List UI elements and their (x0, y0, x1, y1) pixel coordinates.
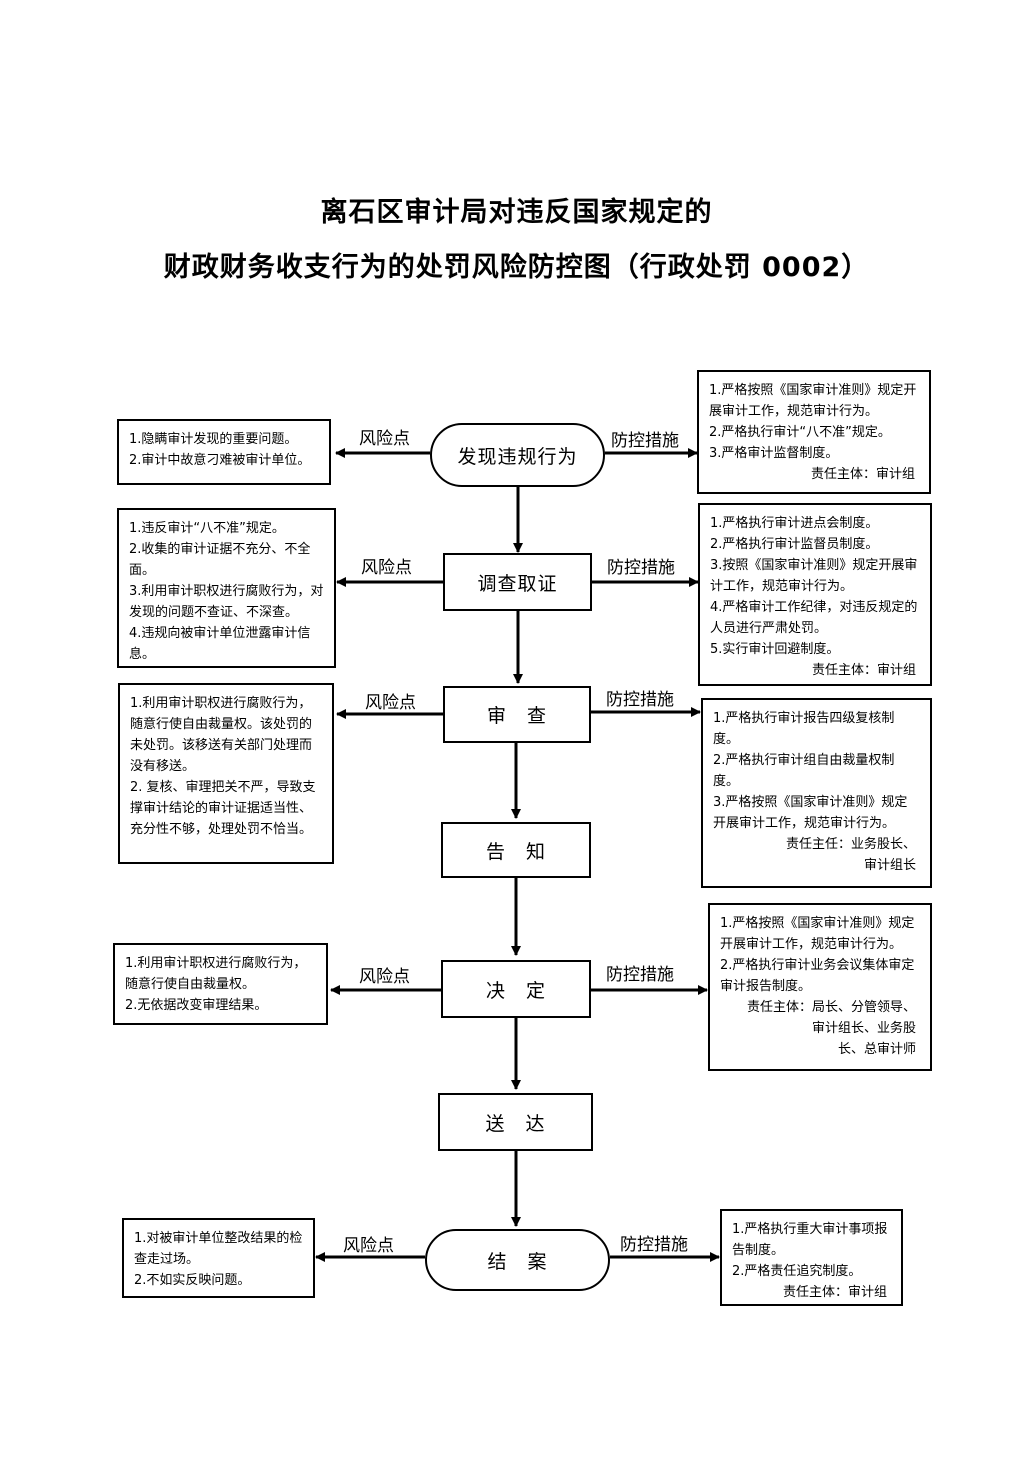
control-item: 5.实行审计回避制度。 (710, 642, 840, 657)
diagram-title-line-1: 离石区审计局对违反国家规定的 (320, 197, 713, 228)
responsible-line: 责任主体：审计组 (782, 1285, 887, 1300)
control-item: 2.严格执行审计组自由裁量权制度。 (713, 753, 895, 789)
step-review: 审 查 (443, 686, 591, 743)
step-discover-violation: 发现违规行为 (430, 423, 605, 487)
risk-item: 2.收集的审计证据不充分、不全面。 (129, 542, 311, 578)
control-item: 1.严格执行审计报告四级复核制度。 (713, 711, 895, 747)
diagram-title-line-2: 财政财务收支行为的处罚风险防控图（行政处罚 0002） (163, 252, 870, 283)
responsible-line: 责任主体：局长、分管领导、 (746, 1000, 916, 1015)
responsible-line: 审计组长、业务股 (811, 1021, 916, 1036)
control-item: 2.严格执行审计“八不准”规定。 (709, 425, 891, 440)
risk-label-3: 风险点 (365, 693, 416, 713)
risk-box-7: 1.对被审计单位整改结果的检查走过场。 2.不如实反映问题。 (122, 1218, 315, 1298)
control-item: 1.严格按照《国家审计准则》规定开展审计工作，规范审计行为。 (720, 916, 915, 952)
control-box-5: 1.严格按照《国家审计准则》规定开展审计工作，规范审计行为。 2.严格执行审计业务… (708, 903, 932, 1071)
control-label-3: 防控措施 (606, 690, 674, 710)
risk-box-1: 1.隐瞒审计发现的重要问题。 2.审计中故意刁难被审计单位。 (117, 419, 331, 485)
responsible-line: 责任主任：业务股长、 (785, 837, 916, 852)
control-box-7: 1.严格执行重大审计事项报告制度。 2.严格责任追究制度。 责任主体：审计组 (720, 1209, 903, 1306)
control-item: 2.严格执行审计业务会议集体审定审计报告制度。 (720, 958, 915, 994)
control-item: 1.严格执行审计进点会制度。 (710, 516, 879, 531)
risk-item: 1.利用审计职权进行腐败行为，随意行使自由裁量权。该处罚的未处罚。该移送有关部门… (130, 696, 313, 774)
control-box-3: 1.严格执行审计报告四级复核制度。 2.严格执行审计组自由裁量权制度。 3.严格按照… (701, 698, 932, 888)
risk-item: 2.不如实反映问题。 (134, 1273, 251, 1288)
control-box-2: 1.严格执行审计进点会制度。 2.严格执行审计监督员制度。 3.按照《国家审计准则》… (698, 503, 932, 686)
risk-item: 1.违反审计“八不准”规定。 (129, 521, 285, 536)
risk-box-5: 1.利用审计职权进行腐败行为，随意行使自由裁量权。 2.无依据改变审理结果。 (113, 943, 328, 1025)
control-item: 1.严格按照《国家审计准则》规定开展审计工作，规范审计行为。 (709, 383, 917, 419)
control-label-5: 防控措施 (606, 965, 674, 985)
risk-item: 1.隐瞒审计发现的重要问题。 (129, 432, 298, 447)
risk-label-1: 风险点 (359, 429, 410, 449)
step-notify: 告 知 (441, 822, 591, 878)
step-decide: 决 定 (441, 960, 591, 1018)
control-item: 1.严格执行重大审计事项报告制度。 (732, 1222, 888, 1258)
control-label-2: 防控措施 (607, 558, 675, 578)
control-item: 2.严格责任追究制度。 (732, 1264, 862, 1279)
step-close-case: 结 案 (425, 1229, 610, 1291)
risk-item: 2. 复核、审理把关不严，导致支撑审计结论的审计证据适当性、充分性不够，处理处罚… (130, 780, 316, 837)
responsible-line: 长、总审计师 (837, 1042, 916, 1057)
control-label-7: 防控措施 (620, 1235, 688, 1255)
responsible-line: 审计组长 (863, 858, 916, 873)
risk-item: 1.利用审计职权进行腐败行为，随意行使自由裁量权。 (125, 956, 307, 992)
step-deliver: 送 达 (438, 1093, 593, 1151)
control-item: 4.严格审计工作纪律，对违反规定的人员进行严肃处罚。 (710, 600, 918, 636)
step-investigate: 调查取证 (443, 553, 592, 611)
control-item: 2.严格执行审计监督员制度。 (710, 537, 879, 552)
risk-item: 1.对被审计单位整改结果的检查走过场。 (134, 1231, 303, 1267)
risk-label-5: 风险点 (359, 967, 410, 987)
risk-label-2: 风险点 (361, 558, 412, 578)
control-box-1: 1.严格按照《国家审计准则》规定开展审计工作，规范审计行为。 2.严格执行审计“八… (697, 370, 931, 494)
risk-item: 4.违规向被审计单位泄露审计信息。 (129, 626, 311, 662)
risk-item: 3.利用审计职权进行腐败行为，对发现的问题不查证、不深查。 (129, 584, 324, 620)
control-item: 3.严格审计监督制度。 (709, 446, 839, 461)
risk-item: 2.审计中故意刁难被审计单位。 (129, 453, 311, 468)
risk-item: 2.无依据改变审理结果。 (125, 998, 268, 1013)
risk-box-2: 1.违反审计“八不准”规定。 2.收集的审计证据不充分、不全面。 3.利用审计职权进… (117, 508, 336, 668)
control-label-1: 防控措施 (611, 431, 679, 451)
control-item: 3.严格按照《国家审计准则》规定开展审计工作，规范审计行为。 (713, 795, 908, 831)
control-item: 3.按照《国家审计准则》规定开展审计工作，规范审计行为。 (710, 558, 918, 594)
risk-label-7: 风险点 (343, 1236, 394, 1256)
responsible-line: 责任主体：审计组 (811, 663, 916, 678)
responsible-line: 责任主体：审计组 (810, 467, 915, 482)
risk-box-3: 1.利用审计职权进行腐败行为，随意行使自由裁量权。该处罚的未处罚。该移送有关部门… (118, 683, 334, 864)
